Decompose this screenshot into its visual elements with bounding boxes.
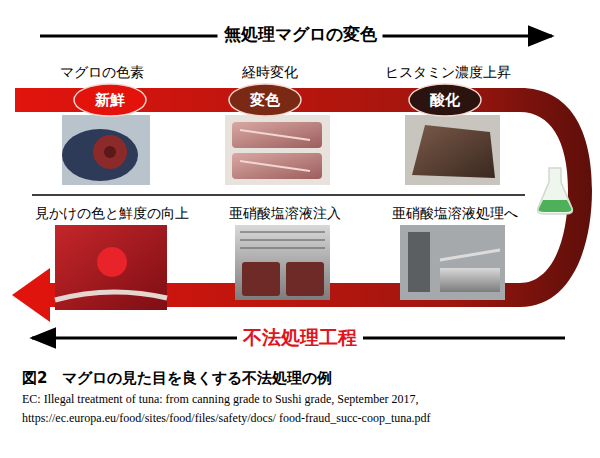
oxidized-photo: [405, 115, 500, 185]
photo-label: 亜硝酸塩溶液処理へ: [392, 205, 518, 221]
flask-icon: [538, 168, 573, 214]
figure-caption: 図2 マグロの見た目を良くする不法処理の例: [22, 370, 332, 387]
process-band: [12, 88, 592, 322]
divider-line: [32, 194, 525, 196]
stage-oval: 新鮮: [73, 83, 147, 117]
stage-label: 変色: [228, 91, 302, 110]
stage-oval: 変色: [228, 83, 302, 117]
photo-label: 亜硝酸塩溶液注入: [229, 205, 341, 221]
photo-label: 見かけの色と鮮度の向上: [35, 205, 189, 221]
stage-label: 酸化: [408, 91, 482, 110]
factory-photo: [400, 225, 505, 300]
fillet-photo: [225, 115, 330, 185]
process-heading: 不法処理工程: [237, 327, 363, 349]
flow-heading: 無処理マグロの変色: [218, 25, 383, 45]
source-note: EC: Illegal treatment of tuna: from cann…: [22, 393, 419, 407]
photo-label: 経時変化: [242, 64, 298, 80]
tuna-photo: [62, 115, 150, 185]
photo-label: ヒスタミン濃度上昇: [385, 64, 511, 80]
photo-label: マグロの色素: [60, 64, 144, 80]
treated-photo: [55, 225, 167, 310]
source-url: https://ec.europa.eu/food/sites/food/fil…: [22, 412, 431, 426]
stage-label: 新鮮: [73, 91, 147, 110]
stage-oval: 酸化: [408, 83, 482, 117]
injection-photo: [235, 225, 330, 300]
